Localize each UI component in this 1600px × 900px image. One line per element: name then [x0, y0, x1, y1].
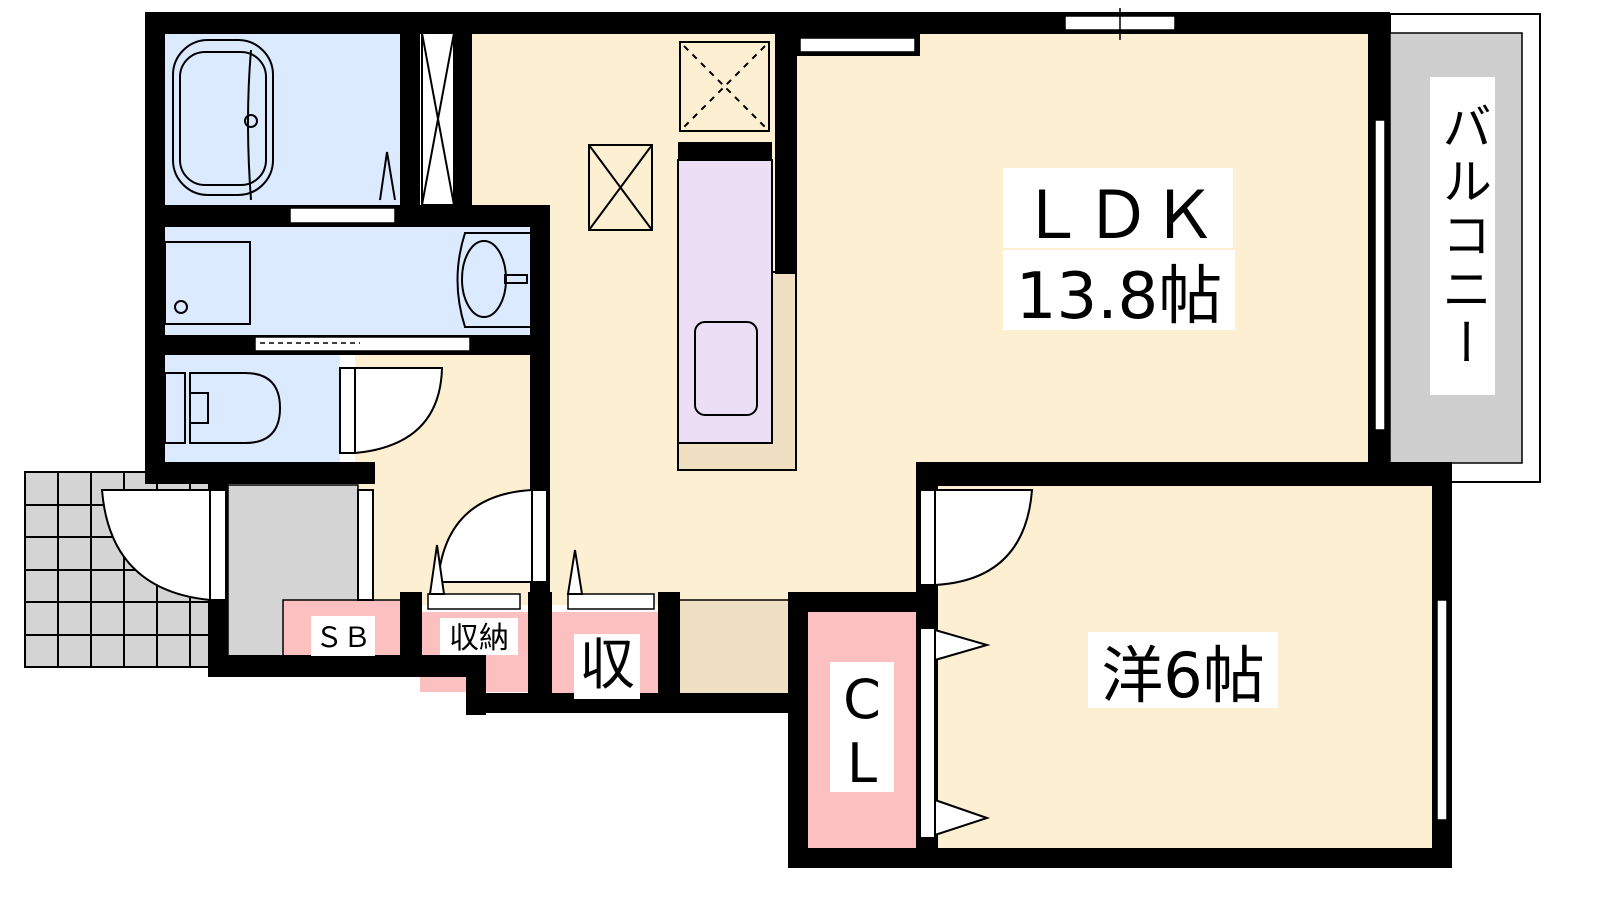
ldk-size: 13.8帖 — [1016, 260, 1223, 334]
doors — [100, 367, 1034, 839]
windows — [254, 8, 1448, 821]
toilet-door — [339, 367, 356, 454]
closet-label-l: L — [847, 732, 877, 795]
closet-label-c: C — [843, 668, 881, 731]
kitchen-sink — [694, 321, 758, 416]
washroom — [165, 225, 532, 335]
western-room-door — [919, 489, 936, 586]
storage-x-icon — [421, 32, 455, 206]
bathtub-icon — [172, 39, 396, 201]
toilet-room — [165, 355, 340, 462]
balcony-label: バルコニー — [1430, 77, 1495, 395]
storage-small-label: 収納 — [449, 621, 509, 656]
ldk-name: ＬＤＫ — [1019, 177, 1217, 254]
tan-area-lower — [677, 599, 791, 696]
western-room-label: 洋6帖 — [1101, 639, 1264, 712]
bathroom — [165, 33, 402, 208]
hall-door — [531, 489, 548, 583]
shoe-box-label: ＳＢ — [315, 621, 371, 654]
storage-label: 収 — [579, 633, 635, 698]
entrance-door — [209, 489, 227, 601]
fridge-space-icon — [588, 41, 770, 231]
